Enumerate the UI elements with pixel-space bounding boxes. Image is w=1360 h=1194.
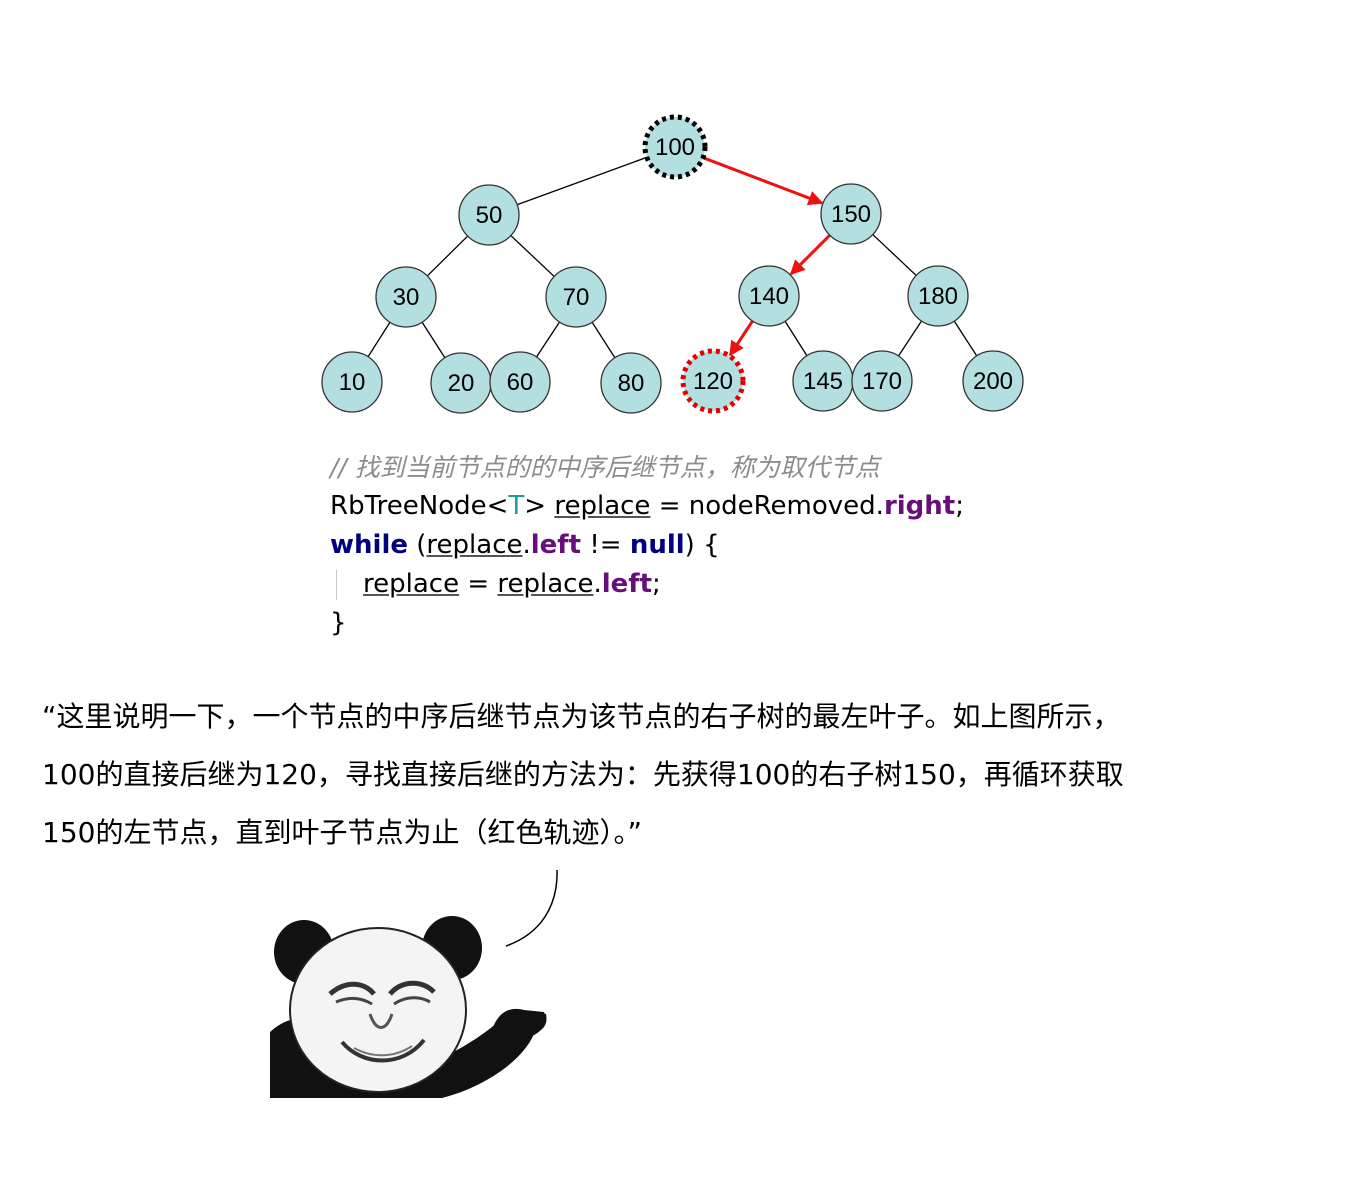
tree-node-circle — [907, 265, 969, 327]
code-snippet: // 找到当前节点的的中序后继节点，称为取代节点 RbTreeNode<T> r… — [330, 448, 964, 643]
code-type: RbTreeNode — [330, 491, 487, 521]
tree-node-20: 20 — [430, 352, 492, 414]
code-dot: . — [593, 569, 602, 599]
tree-edge-n70-n60 — [534, 320, 562, 359]
tree-node-label: 170 — [862, 368, 902, 395]
tree-node-circle — [962, 350, 1024, 412]
tree-node-circle — [321, 351, 383, 413]
tree-node-label: 30 — [393, 284, 420, 311]
code-close-brace: } — [330, 608, 347, 638]
tree-node-circle — [545, 266, 607, 328]
tree-node-70: 70 — [545, 266, 607, 328]
tree-node-label: 80 — [618, 370, 645, 397]
code-keyword-null: null — [629, 530, 685, 560]
path-edge-n140-n120 — [728, 318, 755, 357]
tree-edge-n150-n180 — [870, 232, 919, 278]
code-field-left: left — [601, 569, 653, 599]
tree-node-50: 50 — [458, 184, 520, 246]
code-field-left: left — [530, 530, 582, 560]
tree-node-circle — [680, 348, 746, 414]
code-keyword-while: while — [330, 530, 408, 560]
code-close-paren-brace: ) { — [684, 530, 720, 560]
tree-node-circle — [489, 351, 551, 413]
code-comment-line: // 找到当前节点的的中序后继节点，称为取代节点 — [330, 448, 964, 487]
explanation-line-2: 100的直接后继为120，寻找直接后继的方法为：先获得100的右子树150，再循… — [42, 758, 1124, 791]
code-line-3: replace = replace.left; — [330, 565, 964, 604]
code-dot: . — [522, 530, 531, 560]
tree-edge-n180-n170 — [896, 319, 924, 358]
tree-node-label: 140 — [749, 283, 789, 310]
code-assign: = — [459, 569, 498, 599]
tree-node-60: 60 — [489, 351, 551, 413]
tree-node-label: 200 — [973, 368, 1013, 395]
tree-edge-n100-n50 — [515, 156, 649, 206]
code-open-paren: ( — [408, 530, 427, 560]
code-semicolon: ; — [955, 491, 964, 521]
tree-node-circle — [458, 184, 520, 246]
tree-node-circle — [600, 352, 662, 414]
tree-node-circle — [375, 266, 437, 328]
tree-node-label: 70 — [563, 284, 590, 311]
tree-node-150: 150 — [820, 183, 882, 245]
path-edge-n150-n140 — [789, 232, 833, 276]
code-var-replace: replace — [554, 491, 651, 521]
tree-node-label: 20 — [448, 370, 475, 397]
code-dot: . — [875, 491, 884, 521]
tree-edge-n30-n10 — [366, 320, 392, 359]
code-line-1: RbTreeNode<T> replace = nodeRemoved.righ… — [330, 487, 964, 526]
code-var-replace: replace — [363, 569, 460, 599]
indent-guide — [336, 569, 369, 600]
explanation-text: “这里说明一下，一个节点的中序后继节点为该节点的右子树的最左叶子。如上图所示， … — [42, 688, 1342, 862]
tree-node-80: 80 — [600, 352, 662, 414]
tree-node-circle — [738, 265, 800, 327]
tree-node-label: 150 — [831, 201, 871, 228]
code-assign: = — [650, 491, 689, 521]
code-line-4: } — [330, 604, 964, 643]
tree-node-200: 200 — [962, 350, 1024, 412]
path-edge-n100-n150 — [700, 155, 824, 206]
tree-edge-n70-n80 — [590, 320, 617, 360]
binary-search-tree-diagram: 100 50 150 30 70 140 180 10 20 60 80 120 145 170 200 — [321, 114, 1024, 414]
tree-node-170: 170 — [851, 350, 913, 412]
code-operator: != — [581, 530, 630, 560]
tree-node-label: 100 — [655, 134, 695, 161]
code-semicolon: ; — [652, 569, 661, 599]
tree-node-circle — [642, 114, 708, 180]
tree-node-120: 120 — [680, 348, 746, 414]
tree-node-label: 10 — [339, 369, 366, 396]
tree-node-label: 120 — [693, 368, 733, 395]
tree-node-label: 50 — [476, 202, 503, 229]
tree-node-100: 100 — [642, 114, 708, 180]
code-gt: > — [524, 491, 547, 521]
explanation-line-3: 150的左节点，直到叶子节点为止（红色轨迹）。” — [42, 816, 642, 849]
tree-edge-n140-n145 — [783, 319, 809, 358]
code-comment: // 找到当前节点的的中序后继节点，称为取代节点 — [330, 453, 880, 482]
tree-edge-n30-n20 — [420, 320, 447, 360]
tree-node-140: 140 — [738, 265, 800, 327]
tree-edge-n50-n30 — [425, 234, 470, 278]
code-type-param: T — [508, 491, 525, 521]
tree-edge-n180-n200 — [952, 319, 979, 358]
explanation-line-1: “这里说明一下，一个节点的中序后继节点为该节点的右子树的最左叶子。如上图所示， — [42, 700, 1121, 733]
tree-node-145: 145 — [792, 350, 854, 412]
tree-node-label: 180 — [918, 283, 958, 310]
code-lt: < — [486, 491, 509, 521]
code-var-replace: replace — [426, 530, 523, 560]
panda-meme-icon — [270, 869, 558, 1098]
tree-node-30: 30 — [375, 266, 437, 328]
tree-node-label: 145 — [803, 368, 843, 395]
code-line-2: while (replace.left != null) { — [330, 526, 964, 565]
tree-node-label: 60 — [507, 369, 534, 396]
tree-node-180: 180 — [907, 265, 969, 327]
tree-node-10: 10 — [321, 351, 383, 413]
code-obj: nodeRemoved — [688, 491, 876, 521]
tree-node-circle — [820, 183, 882, 245]
tree-node-circle — [851, 350, 913, 412]
tree-edge-n50-n70 — [508, 233, 557, 279]
code-field-right: right — [883, 491, 956, 521]
code-obj-replace: replace — [497, 569, 594, 599]
